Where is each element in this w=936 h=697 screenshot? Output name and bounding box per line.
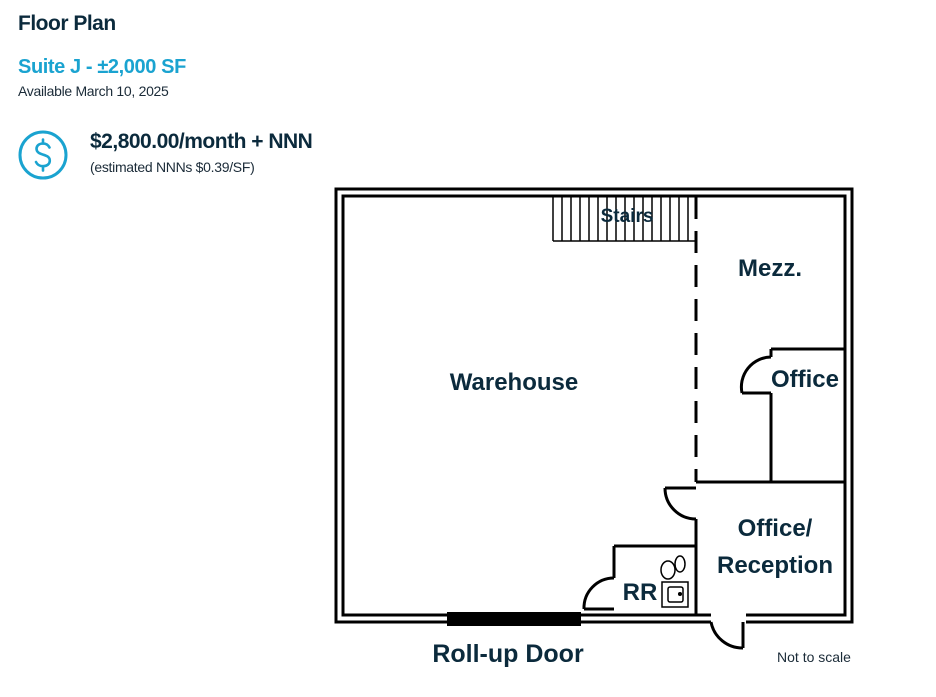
availability-date: Available March 10, 2025 — [18, 83, 169, 99]
stairs — [552, 197, 695, 242]
room-label-warehouse: Warehouse — [450, 369, 578, 396]
outer-wall — [334, 187, 854, 624]
restroom-walls — [582, 544, 696, 611]
dollar-circle-icon — [18, 130, 68, 180]
room-label-stairs: Stairs — [601, 206, 654, 227]
room-label-office-reception-line1: Office/ — [738, 515, 813, 542]
page-title: Floor Plan — [18, 12, 116, 35]
room-label-office: Office — [771, 366, 839, 393]
sink-icon — [661, 581, 689, 608]
rollup-door — [447, 612, 581, 626]
rollup-door-label: Roll-up Door — [432, 640, 584, 668]
room-label-mezzanine: Mezz. — [738, 255, 802, 282]
suite-title: Suite J - ±2,000 SF — [18, 56, 186, 78]
reception-walls — [663, 480, 845, 650]
room-label-restroom: RR — [623, 579, 658, 606]
scale-note: Not to scale — [777, 649, 851, 665]
room-label-office-reception-line2: Reception — [717, 552, 833, 579]
rent-price: $2,800.00/month + NNN — [90, 130, 313, 153]
nnn-estimate: (estimated NNNs $0.39/SF) — [90, 159, 255, 175]
toilet-icon — [660, 555, 686, 580]
mezzanine-office-walls — [739, 347, 845, 482]
